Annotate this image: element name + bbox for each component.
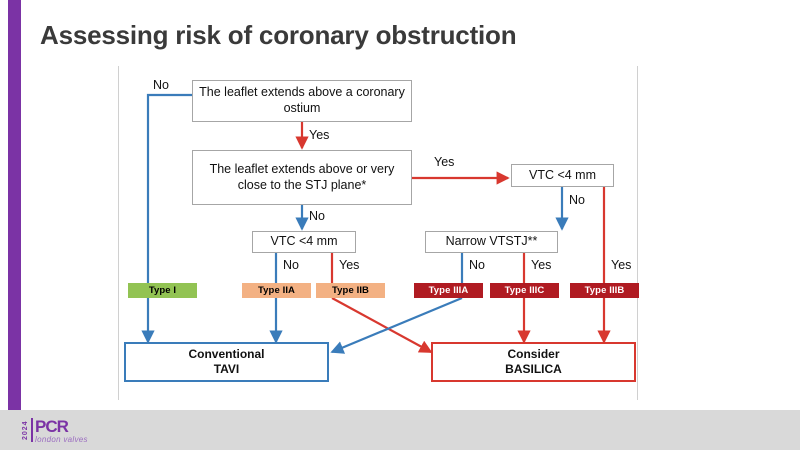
edge-label-yes-2: Yes — [434, 155, 455, 169]
type-badge-type-iiib[interactable]: Type IIIB — [570, 283, 639, 298]
edge-label-no-2: No — [309, 209, 325, 223]
slide-accent-bar — [8, 0, 21, 410]
outcome-tavi-line1: Conventional — [188, 347, 265, 361]
edge-label-no-5: No — [469, 258, 485, 272]
type-badge-type-iib[interactable]: Type IIB — [316, 283, 385, 298]
logo-divider — [31, 418, 33, 442]
logo-subtitle: london valves — [35, 435, 88, 444]
outcome-consider-basilica[interactable]: Consider BASILICA — [431, 342, 636, 382]
edge-label-no-3: No — [569, 193, 585, 207]
edge-label-no-top: No — [153, 78, 169, 92]
logo-brand: PCR — [35, 417, 69, 436]
type-badge-type-iia[interactable]: Type IIA — [242, 283, 311, 298]
pcr-london-valves-logo: 2024 PCR london valves — [22, 418, 88, 444]
outcome-basilica-line2: BASILICA — [505, 362, 562, 376]
edge-label-yes-6: Yes — [611, 258, 632, 272]
type-badge-type-i[interactable]: Type I — [128, 283, 197, 298]
decision-node-vtc-right[interactable]: VTC <4 mm — [511, 164, 614, 187]
page-title: Assessing risk of coronary obstruction — [40, 20, 517, 50]
outcome-conventional-tavi[interactable]: Conventional TAVI — [124, 342, 329, 382]
decision-node-leaflet-stj-plane[interactable]: The leaflet extends above or very close … — [192, 150, 412, 205]
footer-band — [0, 410, 800, 450]
type-badge-type-iiic[interactable]: Type IIIC — [490, 283, 559, 298]
edge-label-yes-5: Yes — [531, 258, 552, 272]
edge-label-yes-4: Yes — [339, 258, 360, 272]
decision-node-narrow-vtstj[interactable]: Narrow VTSTJ** — [425, 231, 558, 253]
edge-label-no-4: No — [283, 258, 299, 272]
outcome-basilica-line1: Consider — [507, 347, 560, 361]
decision-node-leaflet-coronary-ostium[interactable]: The leaflet extends above a coronary ost… — [192, 80, 412, 122]
decision-node-vtc-left[interactable]: VTC <4 mm — [252, 231, 356, 253]
edge-label-yes-1: Yes — [309, 128, 330, 142]
type-badge-type-iiia[interactable]: Type IIIA — [414, 283, 483, 298]
outcome-tavi-line2: TAVI — [213, 362, 240, 376]
